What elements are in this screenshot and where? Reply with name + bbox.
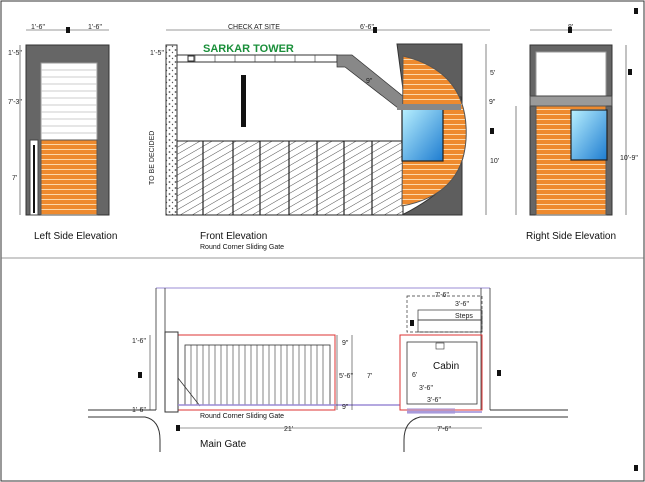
left-side-elevation: 1'-6" 1'-6" 1'-5" 7'-3" 7' Left Side Ele…: [8, 24, 117, 242]
dim-left-top-a: 1'-6": [31, 24, 45, 31]
dim-front-r3: 10': [490, 158, 499, 165]
dim-plan-1: 1'-6": [132, 338, 146, 345]
dim-front-1: 1'-5": [150, 50, 164, 57]
dim-plan-cab-36c: 3'-6": [427, 397, 441, 404]
dim-front-r2: 9": [489, 99, 496, 106]
caption-right-elevation: Right Side Elevation: [526, 231, 616, 242]
dim-plan-cab-top: 7'-6": [435, 292, 449, 299]
dim-plan-cab-6: 6': [412, 372, 417, 379]
dim-plan-d: 9": [342, 404, 349, 411]
plan-gate-label: Round Corner Sliding Gate: [200, 413, 284, 420]
dim-plan-c: 7': [367, 373, 372, 380]
caption-front-elevation: Front Elevation: [200, 231, 267, 242]
dim-plan-cab-36: 3'-6": [455, 301, 469, 308]
dim-plan-cab-bottom: 7'-6": [437, 426, 451, 433]
dim-plan-a: 9": [342, 340, 349, 347]
caption-front-sub: Round Corner Sliding Gate: [200, 244, 284, 251]
dim-front-diag: 9": [366, 78, 373, 85]
dim-left-top-b: 1'-6": [88, 24, 102, 31]
dim-front-r1: 5': [490, 70, 495, 77]
steps-label: Steps: [455, 313, 473, 320]
dim-plan-total: 21': [284, 426, 293, 433]
dim-front-top-right: 6'-6": [360, 24, 374, 31]
dim-plan-cab-36b: 3'-6": [419, 385, 433, 392]
to-be-decided-note: TO BE DECIDED: [149, 131, 156, 185]
right-side-elevation: 8' 10'-9" Right Side Elevation: [515, 24, 638, 242]
cabin-label: Cabin: [433, 361, 459, 372]
main-gate-plan: Round Corner Sliding Gate Cabin Steps 1'…: [88, 287, 568, 452]
brand-sign: SARKAR TOWER: [203, 43, 294, 55]
dim-left-3: 7': [12, 175, 17, 182]
dim-left-1: 1'-5": [8, 50, 22, 57]
dim-plan-b: 5'-6": [339, 373, 353, 380]
caption-main-gate: Main Gate: [200, 439, 247, 450]
dim-plan-2: 1'-6": [132, 407, 146, 414]
dim-right-h: 10'-9": [620, 155, 638, 162]
caption-left-elevation: Left Side Elevation: [34, 231, 117, 242]
check-at-site-note: CHECK AT SITE: [228, 24, 280, 31]
dim-left-2: 7'-3": [8, 99, 22, 106]
front-elevation: CHECK AT SITE 6'-6" 1'-5" TO BE DECIDED …: [149, 24, 499, 251]
dim-right-top: 8': [568, 24, 573, 31]
